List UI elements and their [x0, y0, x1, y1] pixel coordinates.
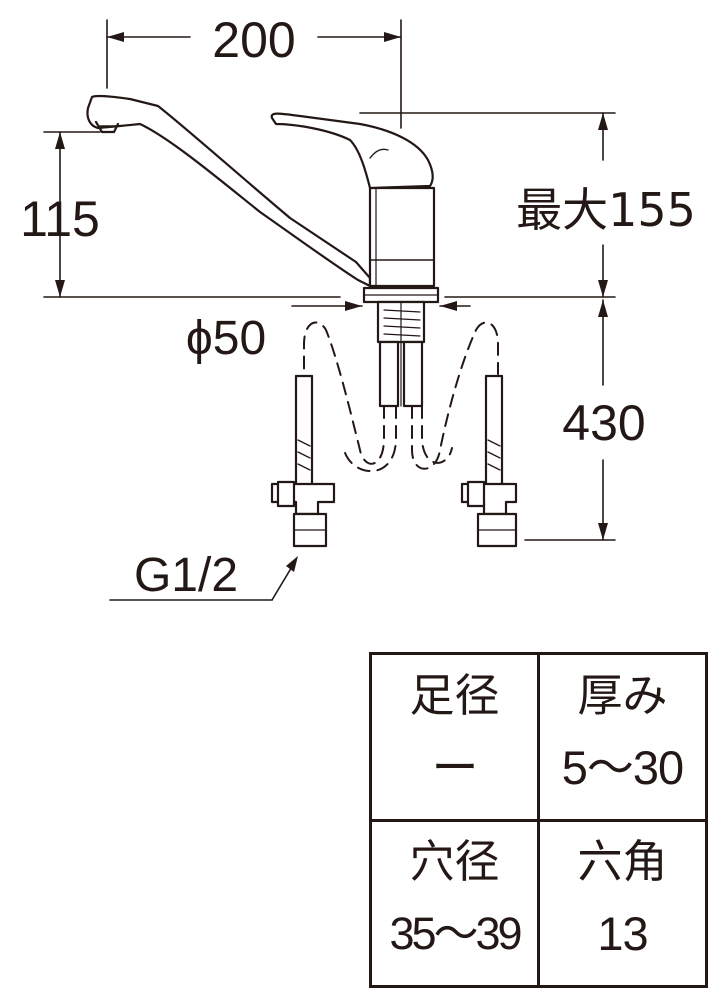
dimension-115-text: 115 — [20, 191, 100, 247]
spec-value-foot-diameter: ー — [431, 740, 479, 794]
faucet-base — [362, 286, 440, 304]
dimension-430-lines — [524, 299, 616, 541]
left-supply-hose — [270, 374, 336, 548]
spec-value-thickness: 5〜30 — [561, 740, 684, 794]
mounting-shank — [376, 300, 426, 408]
faucet-body — [368, 186, 436, 288]
faucet-lever — [270, 112, 434, 190]
dimension-200-text: 200 — [212, 12, 295, 68]
spec-row-1: 足径 ー 厚み 5〜30 — [369, 652, 708, 822]
dimension-phi50-text: ϕ50 — [186, 312, 266, 365]
spec-cell-hex: 六角 13 — [537, 818, 708, 988]
thread-leader — [109, 556, 298, 601]
faucet-spout — [86, 94, 372, 288]
dimension-thread-text: G1/2 — [134, 549, 238, 602]
spec-cell-thickness: 厚み 5〜30 — [537, 652, 708, 822]
spec-row-2: 穴径 35〜39 六角 13 — [369, 818, 708, 988]
spec-cell-hole-diameter: 穴径 35〜39 — [369, 818, 540, 988]
spec-label-hex: 六角 — [577, 835, 668, 889]
spec-label-hole-diameter: 穴径 — [409, 835, 500, 889]
dimension-155-text: 最大155 — [516, 183, 696, 237]
dimension-phi50-lines — [291, 301, 471, 311]
faucet-dimension-drawing: 200 115 最大155 430 ϕ50 G1/2 — [20, 12, 696, 602]
dimension-155-lines — [359, 112, 616, 298]
spec-cell-foot-diameter: 足径 ー — [369, 652, 540, 822]
dimension-430-text: 430 — [562, 395, 645, 451]
spec-value-hole-diameter: 35〜39 — [389, 908, 522, 960]
hose-loops — [303, 321, 499, 473]
spec-label-thickness: 厚み — [577, 668, 668, 722]
dimension-200-lines — [106, 19, 402, 129]
spec-value-hex: 13 — [597, 907, 648, 961]
spec-table: 足径 ー 厚み 5〜30 穴径 35〜39 六角 13 — [369, 652, 708, 988]
right-supply-hose — [460, 374, 518, 548]
dimension-115-lines — [43, 131, 341, 298]
spec-label-foot-diameter: 足径 — [409, 668, 500, 722]
